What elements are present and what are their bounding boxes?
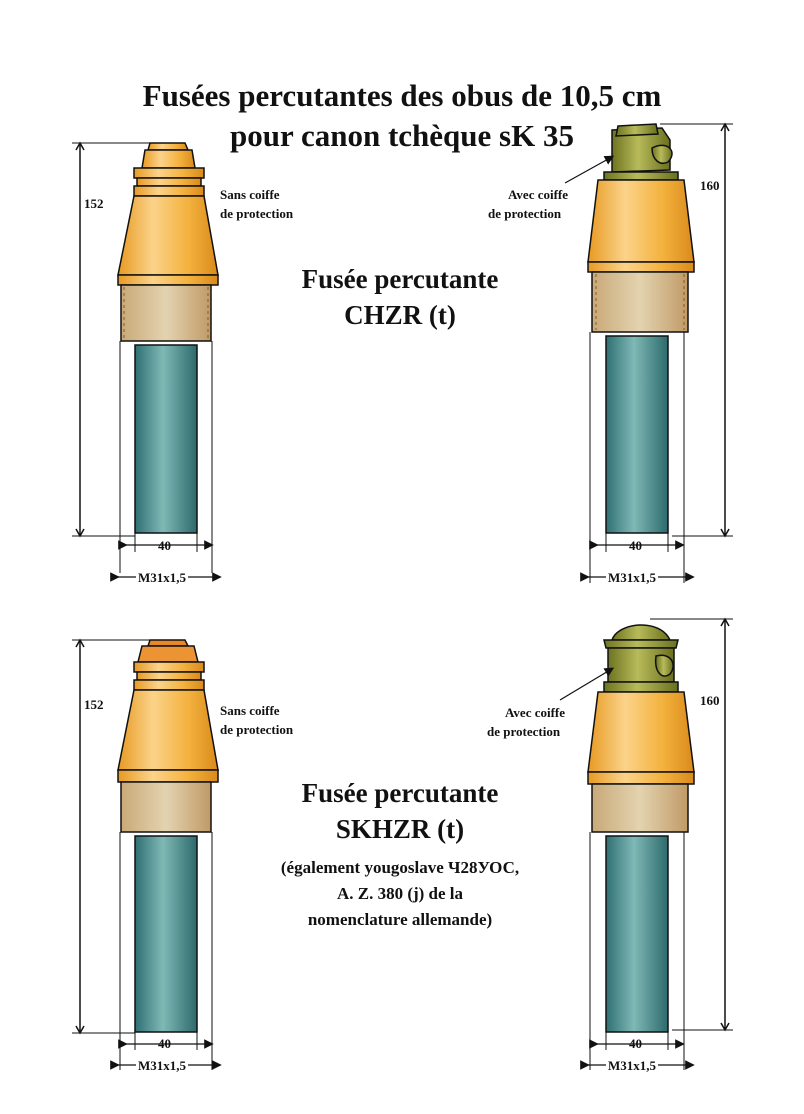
section-title-chzr-line-1: Fusée percutante	[301, 264, 499, 294]
cap-note-skhzr-right-1: Avec coiffe	[505, 705, 566, 720]
width-label-chzr-left: 40	[158, 538, 171, 553]
cap-note-chzr-right-1: Avec coiffe	[508, 187, 569, 202]
cap-pointer-arrow	[559, 667, 615, 701]
skhzr-note-line-2: A. Z. 380 (j) de la	[336, 884, 464, 903]
section-title-skhzr-line-2: SKHZR (t)	[335, 814, 465, 844]
protective-cap	[610, 624, 672, 641]
cap-pointer-arrow	[564, 155, 615, 184]
main-title-line-2: pour canon tchèque sK 35	[230, 118, 574, 153]
thread-label-chzr-left: M31x1,5	[136, 570, 189, 586]
width-label-chzr-right: 40	[629, 538, 642, 553]
fuze-skhzr-with-cap	[559, 617, 733, 1070]
section-title-skhzr-line-1: Fusée percutante	[301, 778, 499, 808]
thread-label-chzr-right: M31x1,5	[606, 570, 659, 586]
fuze-chzr-with-cap	[564, 122, 733, 583]
cap-note-skhzr-left-1: Sans coiffe	[220, 703, 280, 718]
cap-note-chzr-right-2: de protection	[488, 206, 562, 221]
height-label-chzr-right: 160	[700, 178, 720, 193]
thread-label-skhzr-right: M31x1,5	[606, 1058, 659, 1074]
width-label-skhzr-right: 40	[629, 1036, 642, 1051]
fuze-chzr-without-cap	[72, 141, 222, 582]
skhzr-note-line-3: nomenclature allemande)	[307, 910, 493, 929]
height-label-chzr-left: 152	[84, 196, 104, 211]
cap-note-chzr-left-2: de protection	[220, 206, 294, 221]
thread-label-skhzr-left: M31x1,5	[136, 1058, 189, 1074]
height-label-skhzr-right: 160	[700, 693, 720, 708]
width-label-skhzr-left: 40	[158, 1036, 171, 1051]
cap-note-skhzr-left-2: de protection	[220, 722, 294, 737]
fuze-skhzr-without-cap	[72, 638, 222, 1070]
skhzr-note-line-1: (également yougoslave Ч28УОС,	[280, 858, 520, 877]
height-label-skhzr-left: 152	[84, 697, 104, 712]
cap-note-chzr-left-1: Sans coiffe	[220, 187, 280, 202]
cap-note-skhzr-right-2: de protection	[487, 724, 561, 739]
section-title-chzr-line-2: CHZR (t)	[344, 300, 456, 330]
main-title-line-1: Fusées percutantes des obus de 10,5 cm	[142, 78, 662, 113]
